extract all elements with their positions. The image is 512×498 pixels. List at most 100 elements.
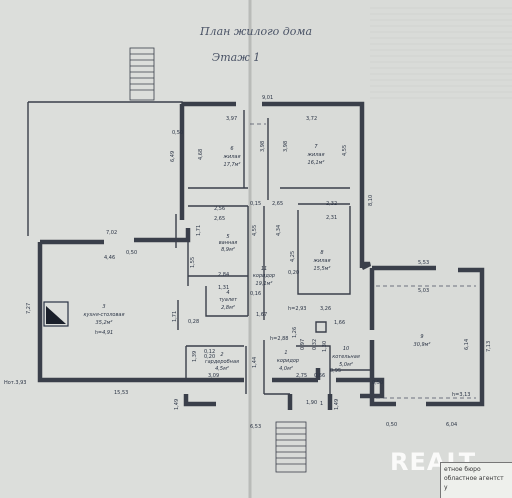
svg-text:3,72: 3,72 — [306, 116, 317, 122]
svg-text:3,26: 3,26 — [320, 306, 331, 312]
svg-text:1: 1 — [320, 401, 323, 407]
svg-text:5,53: 5,53 — [418, 260, 429, 266]
svg-text:4,55: 4,55 — [252, 225, 258, 236]
svg-text:1,71: 1,71 — [196, 225, 202, 236]
upper-staircase — [129, 47, 155, 101]
svg-text:жилая: жилая — [312, 258, 330, 264]
svg-text:1,71: 1,71 — [172, 311, 178, 322]
svg-text:4,34: 4,34 — [276, 225, 282, 236]
svg-text:4: 4 — [226, 290, 229, 296]
svg-text:0,20: 0,20 — [288, 270, 299, 276]
svg-text:0,50: 0,50 — [126, 250, 137, 256]
svg-text:1: 1 — [284, 350, 287, 356]
svg-text:7,13: 7,13 — [486, 341, 492, 352]
svg-text:кухня-столовая: кухня-столовая — [83, 312, 124, 318]
svg-text:жилая: жилая — [222, 154, 240, 160]
annex-walls — [369, 265, 485, 407]
paper-left-half — [0, 0, 250, 498]
room-living-6: 6 жилая 17,7м² — [222, 146, 240, 168]
svg-text:h=2,88: h=2,88 — [270, 336, 289, 342]
svg-text:h=2,93: h=2,93 — [288, 306, 307, 312]
svg-text:3,98: 3,98 — [283, 141, 289, 152]
room-living-8: 8 жилая 15,5м² — [312, 250, 330, 272]
dashed-lines — [250, 123, 476, 399]
svg-text:0,28: 0,28 — [188, 319, 199, 325]
dimension-labels: 9,01 3,97 3,72 0,50 6,49 4,68 3,98 3,98 … — [4, 95, 492, 430]
svg-text:Нот.3,93: Нот.3,93 — [4, 380, 26, 386]
svg-text:1,55: 1,55 — [190, 257, 196, 268]
room-bathroom: 5 ванная 8,9м² — [219, 234, 238, 253]
svg-text:4,5м²: 4,5м² — [215, 366, 229, 372]
svg-text:16,1м²: 16,1м² — [308, 160, 325, 166]
svg-text:2,31: 2,31 — [326, 215, 337, 221]
stove — [43, 301, 69, 327]
svg-text:30,9м²: 30,9м² — [414, 342, 431, 348]
svg-text:15,5м²: 15,5м² — [314, 266, 331, 272]
svg-text:h=3,13: h=3,13 — [452, 392, 471, 398]
svg-text:3,09: 3,09 — [208, 373, 219, 379]
svg-text:4,55: 4,55 — [342, 145, 348, 156]
svg-text:1,49: 1,49 — [334, 399, 340, 410]
svg-text:4,46: 4,46 — [104, 255, 115, 261]
svg-text:4,68: 4,68 — [198, 149, 204, 160]
svg-text:0,66: 0,66 — [314, 373, 325, 379]
svg-text:0,32: 0,32 — [312, 339, 318, 350]
svg-text:3,97: 3,97 — [226, 116, 237, 122]
svg-text:35,2м²: 35,2м² — [96, 320, 113, 326]
svg-text:2,65: 2,65 — [214, 216, 225, 222]
room-corridor-11: 11 коридор 19,1м² — [253, 266, 275, 287]
svg-text:10: 10 — [343, 346, 349, 352]
room-corridor-1: 1 коридор 4,0м² — [277, 350, 299, 372]
svg-text:2: 2 — [220, 352, 223, 358]
svg-text:7,27: 7,27 — [26, 303, 32, 314]
paper-lines — [370, 7, 512, 99]
svg-text:туалет: туалет — [219, 297, 238, 303]
svg-text:4,0м²: 4,0м² — [279, 366, 293, 372]
svg-text:1,26: 1,26 — [292, 327, 298, 338]
room-boiler-10: 10 котельная 5,0м² — [332, 346, 360, 368]
svg-text:7: 7 — [314, 144, 318, 150]
svg-text:5,03: 5,03 — [418, 288, 429, 294]
svg-text:4,25: 4,25 — [290, 251, 296, 262]
svg-text:3,98: 3,98 — [260, 141, 266, 152]
svg-text:коридор: коридор — [277, 358, 299, 364]
plan-title: План жилого дома — [199, 25, 312, 38]
floor-label: Этаж 1 — [212, 51, 260, 64]
svg-text:0,20: 0,20 — [204, 354, 215, 360]
svg-text:9: 9 — [420, 334, 423, 340]
svg-text:5,0м²: 5,0м² — [339, 362, 353, 368]
stamp-line: у — [444, 484, 448, 491]
stamp-line: етное бюро — [444, 466, 481, 473]
svg-text:0,16: 0,16 — [250, 291, 261, 297]
svg-text:0,12: 0,12 — [204, 349, 215, 355]
svg-text:1,67: 1,67 — [256, 312, 267, 318]
svg-text:коридор: коридор — [253, 273, 275, 279]
svg-text:1,44: 1,44 — [252, 357, 258, 368]
svg-text:2,75: 2,75 — [296, 373, 307, 379]
svg-text:1,90: 1,90 — [306, 400, 317, 406]
room-kitchen: 3 кухня-столовая 35,2м² h=4,91 — [83, 304, 124, 336]
svg-text:6: 6 — [230, 146, 233, 152]
svg-text:9,01: 9,01 — [262, 95, 273, 101]
svg-text:ванная: ванная — [219, 240, 238, 246]
exterior-walls — [37, 101, 385, 410]
svg-text:0,97: 0,97 — [300, 339, 306, 350]
svg-text:1,39: 1,39 — [192, 351, 198, 362]
svg-text:0,15: 0,15 — [250, 201, 261, 207]
svg-text:7,02: 7,02 — [106, 230, 117, 236]
svg-text:19,1м²: 19,1м² — [256, 281, 273, 287]
svg-text:15,53: 15,53 — [114, 390, 128, 396]
svg-text:жилая: жилая — [306, 152, 324, 158]
svg-text:2,84: 2,84 — [218, 272, 229, 278]
svg-text:2,56: 2,56 — [214, 206, 225, 212]
svg-text:h=4,91: h=4,91 — [95, 330, 114, 336]
svg-text:11: 11 — [261, 266, 267, 272]
svg-text:гардеробная: гардеробная — [205, 359, 239, 365]
room-toilet: 4 туалет 2,8м² — [219, 290, 238, 311]
svg-text:6,14: 6,14 — [464, 339, 470, 350]
svg-text:1,49: 1,49 — [174, 399, 180, 410]
svg-text:0,95: 0,95 — [330, 368, 341, 374]
svg-text:8: 8 — [320, 250, 323, 256]
svg-text:8,9м²: 8,9м² — [221, 247, 235, 253]
